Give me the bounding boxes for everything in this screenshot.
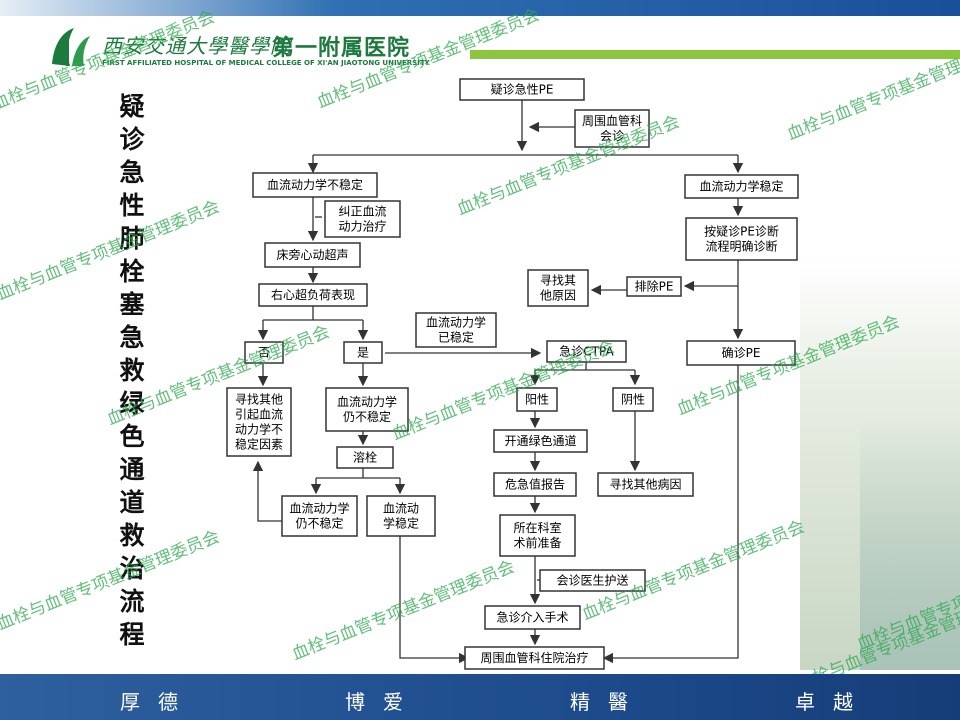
hospital-english-name: FIRST AFFILIATED HOSPITAL OF MEDICAL COL… [102,59,430,67]
watermark-text: 血栓与血管专项基金管理委员会 [784,37,960,145]
node-green-channel: 开通绿色通道 [493,429,588,453]
node-label: 疑诊急性PE [491,82,554,97]
node-label: 血流动力学稳定 [699,179,783,194]
hospital-name: 第一附属医院 [272,36,411,61]
node-label: 动力治疗 [338,220,386,234]
node-positive: 阳性 [516,387,558,412]
node-label: 急诊介入手术 [496,610,568,625]
node-label: 阳性 [525,393,549,407]
node-confirm: 确诊PE [686,340,796,366]
node-label: 流程明确诊断 [705,239,777,254]
node-critical-report: 危急值报告 [493,472,577,497]
node-admit: 周围血管科住院治疗 [464,646,605,670]
node-label: 否 [258,346,270,360]
node-label: 纠正血流 [338,205,386,219]
footer-banner: 厚德 博爱 精醫 卓越 [0,674,960,720]
node-label: 已稳定 [438,330,474,345]
node-exclude: 排除PE [626,276,682,297]
flow-connectors [252,100,744,664]
node-label: 右心超负荷表现 [271,287,355,302]
node-label: 危急值报告 [505,477,565,492]
node-suspect-pe: 疑诊急性PE [459,78,585,101]
hospital-logo-icon [52,28,90,66]
hospital-logo: 西安交通大學醫學院 第一附属医院 FIRST AFFILIATED HOSPIT… [44,24,434,72]
watermark-text: 血栓与血管专项基金管理委员会 [104,322,332,430]
node-label: 所在科室 [513,520,561,535]
node-label: 确诊PE [722,346,761,360]
node-label: 会诊医生护送 [556,573,628,588]
header-accent-line [470,50,960,59]
node-label: 动力学不 [235,422,283,437]
node-label: 仍不稳定 [295,516,343,531]
node-stable: 血流动力学稳定 [684,174,799,199]
node-escort: 会诊医生护送 [539,569,646,592]
node-label: 溶栓 [353,450,377,465]
footer-motto-4: 卓越 [795,690,871,714]
node-label: 血流动力学不稳定 [267,177,363,192]
node-thrombolysis: 溶栓 [336,446,394,469]
top-banner [0,0,960,16]
node-label: 引起血流 [235,408,283,422]
node-label: 寻找其 [540,274,576,288]
node-label: 血流动 [383,502,419,516]
node-label: 寻找其他 [235,393,283,407]
node-label: 周围血管科 [582,113,642,128]
node-label: 开通绿色通道 [504,433,576,448]
node-label: 是 [357,346,369,360]
node-unstable: 血流动力学不稳定 [252,172,378,198]
node-label: 会诊 [600,129,624,143]
node-label: 血流动力学 [337,394,397,409]
node-label: 急诊CTPA [559,344,614,359]
node-find-other-cause: 寻找其他病因 [597,472,694,497]
watermark-text: 血栓与血管专项基金管理委员会 [454,112,682,220]
node-negative: 阴性 [612,387,654,412]
watermark-text: 血栓与血管专项基金管理委员会 [0,7,218,115]
node-label: 稳定因素 [235,437,283,452]
node-rv-overload: 右心超负荷表现 [258,283,368,307]
node-label: 学稳定 [383,516,419,531]
watermark-text: 血栓与血管专项基金管理委员会 [0,197,223,305]
node-label: 仍不稳定 [343,409,391,424]
node-label: 他原因 [540,289,576,303]
watermark-text: 血栓与血管专项基金管理委员会 [0,527,223,635]
watermark-text: 血栓与血管专项基金管理委员会 [674,312,902,420]
node-label: 血流动力学 [426,315,486,330]
background-decoration-lower [860,420,960,670]
node-intervention: 急诊介入手术 [484,605,581,630]
node-label: 周围血管科住院治疗 [480,650,588,665]
node-label: 床旁心动超声 [276,247,348,262]
node-label: 排除PE [635,279,674,294]
footer-motto-1: 厚德 [120,690,196,714]
footer-motto-2: 博爱 [345,690,421,714]
node-label: 寻找其他病因 [609,477,681,492]
node-ctpa: 急诊CTPA [546,340,627,363]
footer-motto-3: 精醫 [570,690,646,714]
node-label: 按疑诊PE诊断 [704,224,779,239]
node-yes: 是 [343,341,383,364]
slide-title: 疑诊急性肺栓塞急救绿色通道救治流程 [119,92,145,649]
node-label: 术前准备 [513,535,561,550]
node-echo: 床旁心动超声 [264,242,361,268]
node-label: 阴性 [621,393,645,407]
university-name: 西安交通大學醫學院 [102,34,291,58]
node-no: 否 [244,341,284,364]
node-label: 血流动力学 [289,501,349,516]
